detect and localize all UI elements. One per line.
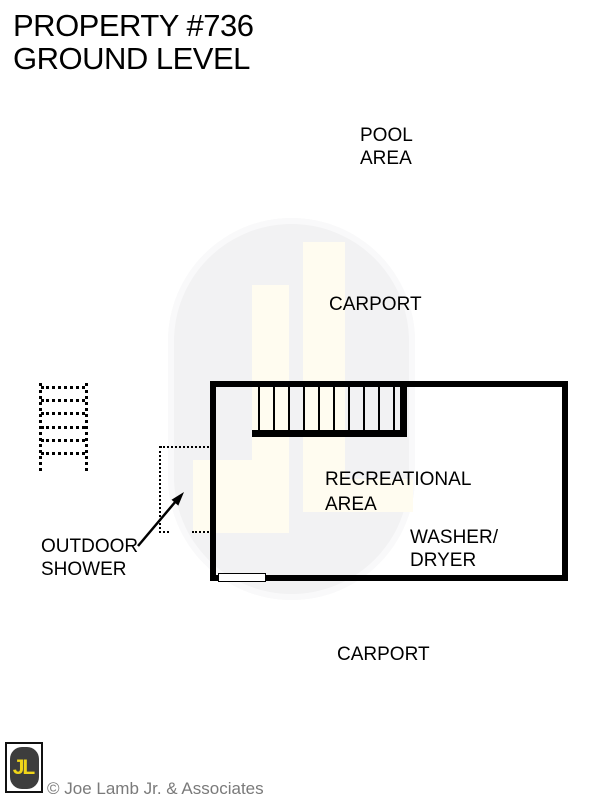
watermark-j-foot-icon [193, 460, 253, 533]
company-logo: JL [5, 742, 43, 793]
washer-dryer-label: WASHER/ DRYER [410, 526, 498, 572]
washer-line1: WASHER/ [410, 527, 498, 548]
watermark-l-bar-icon [303, 242, 345, 512]
ladder-icon [39, 383, 88, 471]
page-title: PROPERTY #736 GROUND LEVEL [13, 9, 254, 75]
ladder-rung [41, 399, 85, 402]
title-property-number: PROPERTY #736 [13, 8, 254, 43]
ladder-right-rail [85, 383, 88, 471]
logo-capsule: JL [9, 746, 39, 789]
ladder-left-rail [39, 383, 42, 471]
recreational-line2: AREA [325, 494, 377, 515]
ladder-rung [41, 426, 85, 429]
outdoor-shower-line2: SHOWER [41, 559, 127, 580]
outdoor-shower-label: OUTDOOR SHOWER [41, 535, 138, 581]
pool-area-line1: POOL [360, 125, 413, 146]
ladder-rung [41, 386, 85, 389]
watermark-capsule [168, 218, 415, 600]
outdoor-shower-arrow-icon [137, 492, 184, 547]
ladder-rung [41, 439, 85, 442]
copyright-text: © Joe Lamb Jr. & Associates [47, 779, 264, 798]
door-opening [218, 573, 266, 582]
shower-enclosure-left-line [159, 446, 161, 533]
logo-monogram: JL [12, 755, 35, 779]
shower-enclosure-top-line [160, 446, 212, 448]
shower-enclosure-bottom-right [192, 531, 212, 533]
ladder-rung [41, 452, 85, 455]
recreational-line1: RECREATIONAL [325, 469, 472, 490]
carport-top-label: CARPORT [329, 293, 422, 316]
building-outline [210, 381, 568, 581]
carport-top-text: CARPORT [329, 294, 422, 315]
watermark-l-foot-icon [303, 479, 413, 512]
stairs-right-wall [400, 381, 407, 437]
pool-area-line2: AREA [360, 148, 412, 169]
outdoor-shower-line1: OUTDOOR [41, 536, 139, 557]
carport-bottom-label: CARPORT [337, 643, 430, 666]
stairs-base-line [252, 430, 407, 437]
recreational-area-label: RECREATIONAL AREA [325, 467, 471, 517]
title-level: GROUND LEVEL [13, 41, 250, 76]
stairs-treads [258, 387, 395, 430]
shower-enclosure-bottom-left [159, 531, 169, 533]
pool-area-label: POOL AREA [360, 124, 413, 170]
carport-bottom-text: CARPORT [337, 644, 430, 665]
ladder-rung [41, 412, 85, 415]
washer-line2: DRYER [410, 550, 477, 571]
